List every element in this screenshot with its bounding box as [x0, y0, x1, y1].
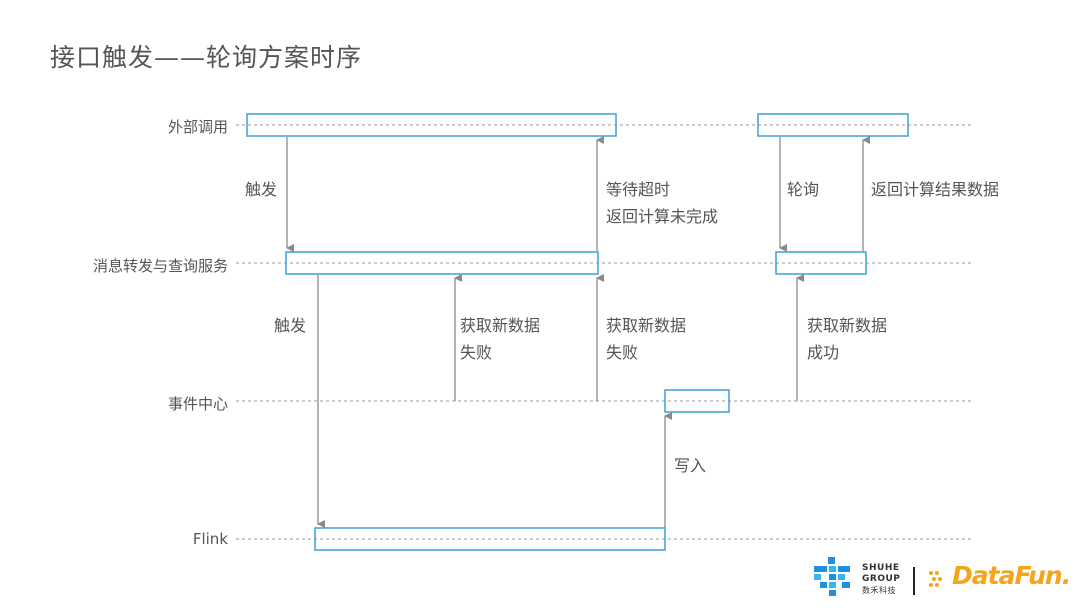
- note-timeout-line1: 等待超时: [606, 180, 671, 199]
- page-title: 接口触发——轮询方案时序: [50, 43, 363, 72]
- note-poll: 轮询: [787, 180, 820, 199]
- lane-label-service: 消息转发与查询服务: [92, 257, 228, 275]
- logo-divider: [913, 567, 915, 595]
- shuhe-logo-text: SHUHE GROUP 数禾科技: [862, 563, 901, 595]
- note-write: 写入: [674, 456, 707, 475]
- note-fetch-fail-a-line2: 失败: [460, 343, 493, 362]
- activation-service-2: [775, 251, 867, 275]
- note-fetch-fail-a-line1: 获取新数据: [460, 316, 541, 335]
- activation-external-2: [757, 113, 909, 137]
- datafun-dots-icon: [929, 571, 942, 587]
- shuhe-logo-icon: [814, 557, 850, 596]
- activation-external-1: [246, 113, 617, 137]
- note-return-result: 返回计算结果数据: [871, 180, 1000, 199]
- activation-service-1: [285, 251, 599, 275]
- footer-logos: SHUHE GROUP 数禾科技 DataFun.: [812, 553, 1072, 601]
- lane-label-external: 外部调用: [167, 118, 228, 136]
- lane-label-flink: Flink: [192, 530, 228, 548]
- datafun-logo: DataFun.: [952, 561, 1071, 590]
- note-fetch-ok-line2: 成功: [807, 343, 840, 362]
- note-fetch-fail-b-line1: 获取新数据: [606, 316, 687, 335]
- activation-flink: [314, 527, 666, 551]
- lane-label-event: 事件中心: [167, 395, 228, 413]
- activation-event: [664, 389, 730, 413]
- note-fetch-ok-line1: 获取新数据: [807, 316, 888, 335]
- note-trigger-flink: 触发: [274, 316, 307, 335]
- note-timeout-line2: 返回计算未完成: [606, 207, 719, 226]
- note-fetch-fail-b-line2: 失败: [606, 343, 639, 362]
- note-trigger-service: 触发: [245, 180, 278, 199]
